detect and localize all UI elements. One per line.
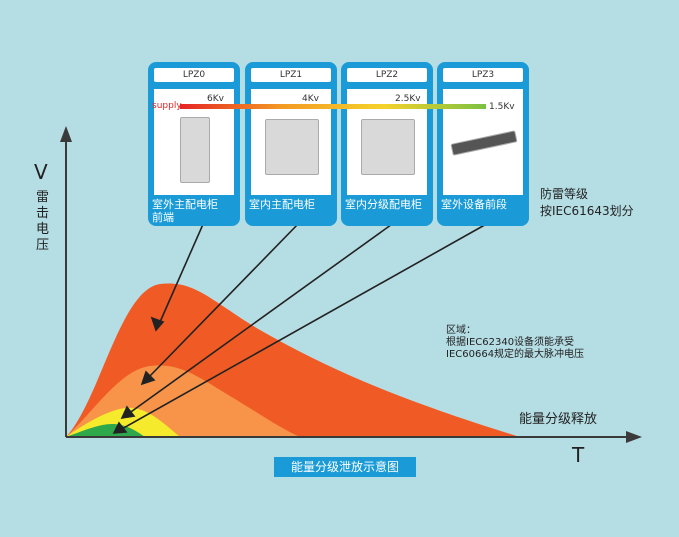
zone-caption: 室内主配电柜 bbox=[249, 198, 315, 211]
supply-label: supply bbox=[152, 101, 182, 111]
pointer-arrow-lpz3 bbox=[119, 221, 491, 431]
diagram-caption: 能量分级泄放示意图 bbox=[274, 457, 416, 477]
zone-panel-lpz2: LPZ2 室内分级配电柜 bbox=[341, 62, 433, 226]
x-axis-arrow bbox=[626, 431, 642, 443]
zone-note-title: 区域： bbox=[446, 325, 476, 336]
arrowhead-lpz3 bbox=[112, 421, 128, 434]
zone-panel-lpz1: LPZ1 室内主配电柜 bbox=[245, 62, 337, 226]
lpz-label: LPZ2 bbox=[347, 68, 427, 82]
zone-caption: 室内分级配电柜 bbox=[345, 198, 422, 211]
y-axis-letter: V bbox=[34, 160, 48, 184]
supply-line bbox=[180, 104, 486, 109]
lpz-label: LPZ1 bbox=[251, 68, 331, 82]
y-axis-arrow bbox=[60, 126, 72, 142]
kv-lpz1: 4Kv bbox=[302, 94, 319, 104]
spd-device-image bbox=[361, 119, 415, 175]
pointer-arrow-lpz0 bbox=[159, 221, 205, 323]
zone-caption: 室外主配电柜 前端 bbox=[152, 198, 218, 224]
arrowhead-lpz0 bbox=[150, 316, 165, 332]
spd-device-image bbox=[180, 117, 210, 183]
energy-release-label: 能量分级释放 bbox=[519, 412, 598, 427]
zone-note-line2: 根据IEC62340设备须能承受 bbox=[446, 337, 575, 348]
kv-lpz2: 2.5Kv bbox=[395, 94, 421, 104]
arrowhead-lpz2 bbox=[120, 405, 136, 420]
iec-classification-note: 防雷等级 按IEC61643划分 bbox=[540, 187, 634, 218]
pointer-arrow-lpz1 bbox=[147, 221, 301, 379]
y-axis-label: 雷击电压 bbox=[36, 190, 50, 253]
lpz-label: LPZ3 bbox=[443, 68, 523, 82]
zone-note-line3: IEC60664规定的最大脉冲电压 bbox=[446, 349, 585, 360]
pointer-arrow-lpz2 bbox=[127, 221, 396, 415]
zone-panel-lpz0: LPZ0 室外主配电柜 前端 bbox=[148, 62, 240, 226]
zone-panel-lpz3: LPZ3 室外设备前段 bbox=[437, 62, 529, 226]
arrowhead-lpz1 bbox=[140, 370, 156, 386]
spd-device-image bbox=[450, 130, 518, 156]
x-axis-letter: T bbox=[572, 443, 585, 467]
zone-caption: 室外设备前段 bbox=[441, 198, 507, 211]
spd-device-image bbox=[265, 119, 319, 175]
kv-lpz0: 6Kv bbox=[207, 94, 224, 104]
kv-lpz3: 1.5Kv bbox=[489, 102, 515, 112]
lpz-label: LPZ0 bbox=[154, 68, 234, 82]
